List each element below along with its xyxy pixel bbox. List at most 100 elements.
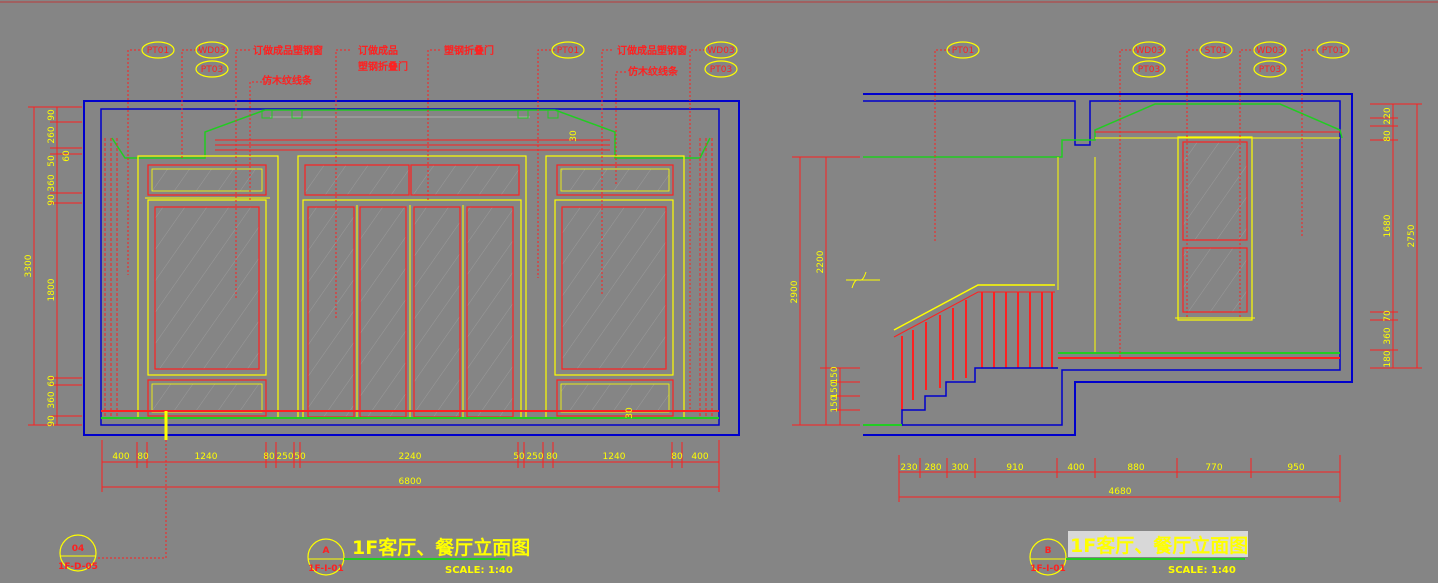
- break-symbol-b: [846, 271, 880, 289]
- dim-a-v-260: 260: [47, 126, 57, 143]
- dim-b-950: 950: [1287, 463, 1304, 473]
- elevation-b-outline: [863, 93, 1353, 436]
- dim-b-v-220: 220: [1383, 107, 1393, 124]
- dim-a-400-left: 400: [112, 452, 129, 462]
- dim-b-v-150-3: 150: [830, 395, 840, 412]
- note-window-right: 订做成品塑钢窗: [617, 44, 687, 57]
- note-custom-made: 订做成品: [358, 44, 398, 57]
- dim-a-v-90-bottom: 90: [47, 415, 57, 427]
- title-block-a: A 1F-I-01 1F客厅、餐厅立面图 SCALE: 1:40: [307, 536, 530, 576]
- dim-a-v-90-top: 90: [47, 109, 57, 121]
- elevation-b: PT01 WD03 PT03 ST01 WD03 PT03 PT01: [790, 41, 1422, 576]
- tag-pt03-b2: PT03: [1259, 65, 1281, 75]
- tag-pt01-a2: PT01: [557, 46, 579, 56]
- dim-a-80-3: 80: [546, 452, 558, 462]
- dim-b-v-80: 80: [1383, 130, 1393, 142]
- callout-leaders-b: [934, 49, 1318, 358]
- marker-sheet-b: 1F-I-01: [1030, 564, 1065, 574]
- dim-a-v-360-top: 360: [47, 174, 57, 191]
- title-highlight-b: [1068, 531, 1248, 557]
- tag-pt03-a2: PT03: [710, 65, 732, 75]
- dim-a-50-right: 50: [513, 452, 525, 462]
- elevation-b-scale: SCALE: 1:40: [1168, 565, 1236, 576]
- elevation-a-outline: [83, 100, 740, 436]
- dim-a-small-30-bottom: 30: [625, 407, 635, 419]
- bottom-dimensions-a: 400 80 1240 80 250 50 2240 50 250 80 124…: [101, 440, 720, 492]
- dim-a-2240: 2240: [399, 452, 422, 462]
- dim-a-1240-right: 1240: [603, 452, 626, 462]
- ref-sheet-1f-d-05: 1F-D-05: [58, 562, 98, 572]
- material-tags-b: PT01 WD03 PT03 ST01 WD03 PT03 PT01: [946, 41, 1350, 78]
- bottom-dimensions-b: 230 280 300 910 400 880 770 950 4680: [898, 455, 1341, 502]
- left-dimensions-a: 90 260 50 360 90 1800 60 360 90 3300 60 …: [24, 106, 635, 427]
- annotation-notes-a: 订做成品塑钢窗 仿木纹线条 订做成品 塑钢折叠门 塑钢折叠门 订做成品塑钢窗 仿…: [253, 44, 687, 87]
- dim-b-770: 770: [1205, 463, 1222, 473]
- elevation-b-title: 1F客厅、餐厅立面图: [1070, 534, 1248, 557]
- dim-b-v-2750: 2750: [1407, 224, 1417, 247]
- dim-b-v-150-1: 150: [830, 366, 840, 383]
- tag-st01-b: ST01: [1205, 46, 1228, 56]
- tag-wd03-a1: WD03: [198, 46, 225, 56]
- dim-a-v-360-bottom: 360: [47, 391, 57, 408]
- marker-sheet-a: 1F-I-01: [308, 564, 343, 574]
- center-folding-doors: [297, 155, 527, 419]
- dim-b-400: 400: [1067, 463, 1084, 473]
- elevation-a-title: 1F客厅、餐厅立面图: [352, 536, 530, 559]
- side-columns-a: [104, 138, 713, 418]
- dim-a-total-width: 6800: [399, 477, 422, 487]
- dim-a-small-60: 60: [62, 150, 72, 162]
- dim-a-v-90-mid: 90: [47, 194, 57, 206]
- dim-b-910: 910: [1006, 463, 1023, 473]
- dim-b-v-2900: 2900: [790, 280, 800, 303]
- dim-b-v-360: 360: [1383, 327, 1393, 344]
- dim-a-small-30-top: 30: [569, 130, 579, 142]
- dim-a-50-left: 50: [294, 452, 306, 462]
- material-tags-a: PT01 WD03 PT03 PT01 WD03 PT03: [141, 41, 738, 78]
- tag-wd03-a2: WD03: [707, 46, 734, 56]
- dim-a-250-right: 250: [526, 452, 543, 462]
- ceiling-molding-a: [215, 109, 610, 151]
- elevation-b-inner-outline: [863, 100, 1341, 426]
- note-window-left: 订做成品塑钢窗: [253, 44, 323, 57]
- ceiling-profile-b: [863, 103, 1343, 158]
- callout-leaders-a: [127, 49, 705, 410]
- title-block-b: B 1F-I-01 1F客厅、餐厅立面图 SCALE: 1:40: [1029, 531, 1248, 576]
- marker-letter-b: B: [1045, 546, 1052, 556]
- window-unit-b: [1175, 136, 1255, 321]
- note-molding-left: 仿木纹线条: [262, 74, 313, 87]
- detail-reference-04: 04 1F-D-05: [58, 440, 167, 572]
- dim-b-300: 300: [951, 463, 968, 473]
- dim-b-v-180: 180: [1383, 350, 1393, 367]
- elevation-a-inner-outline: [100, 108, 720, 426]
- left-window-unit: [137, 155, 279, 419]
- tag-pt03-a1: PT03: [201, 65, 223, 75]
- dim-a-80-2: 80: [263, 452, 275, 462]
- tag-pt01-b1: PT01: [952, 46, 974, 56]
- tag-pt03-b1: PT03: [1138, 65, 1160, 75]
- note-folding-door-2: 塑钢折叠门: [444, 44, 494, 57]
- tag-pt01-a1: PT01: [147, 46, 169, 56]
- dim-a-v-50: 50: [47, 155, 57, 167]
- dim-b-v-2200: 2200: [816, 250, 826, 273]
- tag-pt01-b2: PT01: [1322, 46, 1344, 56]
- stair-railing: [863, 284, 1058, 426]
- elevation-a-scale: SCALE: 1:40: [445, 565, 513, 576]
- dim-b-v-1680: 1680: [1383, 214, 1393, 237]
- dim-b-v-150-2: 150: [830, 381, 840, 398]
- dim-b-230: 230: [900, 463, 917, 473]
- marker-letter-a: A: [323, 546, 330, 556]
- dim-b-280: 280: [924, 463, 941, 473]
- dim-a-80-4: 80: [671, 452, 683, 462]
- dim-a-v-60: 60: [47, 375, 57, 387]
- tag-wd03-b1: WD03: [1135, 46, 1162, 56]
- dim-b-880: 880: [1127, 463, 1144, 473]
- dim-b-v-70: 70: [1383, 310, 1393, 322]
- dim-a-1240-left: 1240: [195, 452, 218, 462]
- dim-a-total-height: 3300: [24, 254, 34, 277]
- dim-a-250-left: 250: [276, 452, 293, 462]
- dim-b-total-width: 4680: [1109, 487, 1132, 497]
- note-folding-door-1: 塑钢折叠门: [358, 60, 408, 73]
- dim-a-400-right: 400: [691, 452, 708, 462]
- elevation-a: PT01 WD03 PT03 PT01 WD03 PT03 订做成品塑钢窗 仿木…: [24, 41, 740, 576]
